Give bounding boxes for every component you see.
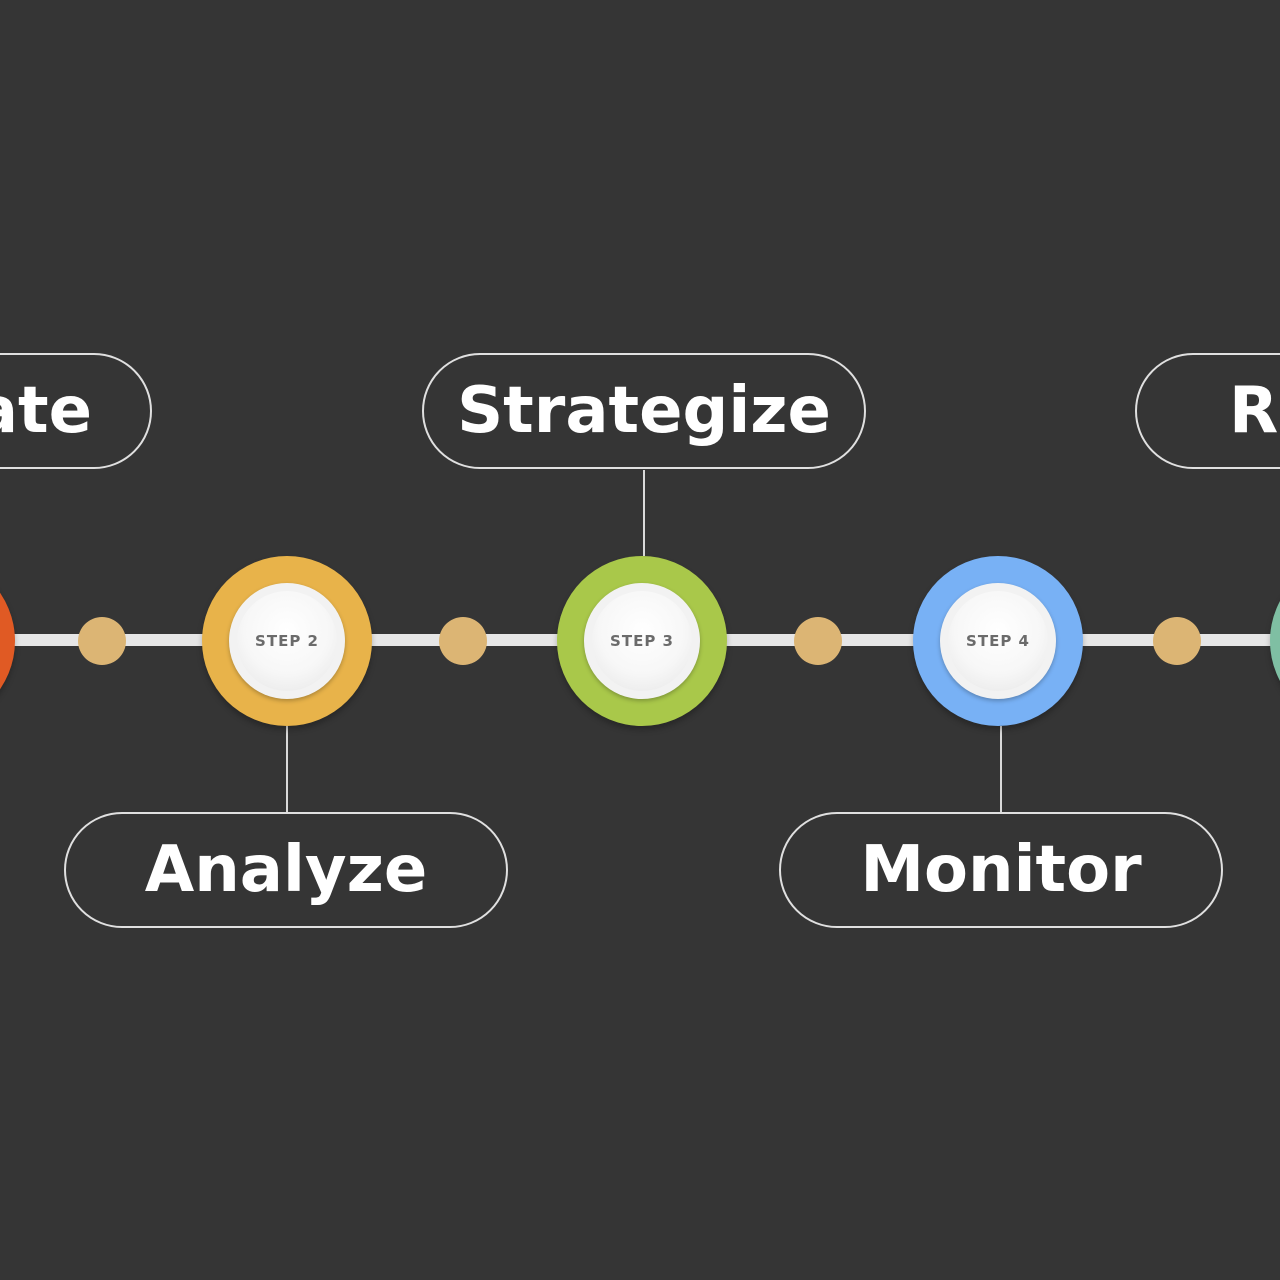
step-2-node: STEP 2: [202, 556, 372, 726]
step-2-core: STEP 2: [237, 591, 337, 691]
connector-dot: [439, 617, 487, 665]
step-1-title-pill: ate: [0, 353, 152, 469]
step-4-node: STEP 4: [913, 556, 1083, 726]
connector-dot: [78, 617, 126, 665]
step-3-stem: [643, 470, 645, 556]
step-2-title: Analyze: [144, 833, 428, 907]
connector-dot: [1153, 617, 1201, 665]
step-3-core: STEP 3: [592, 591, 692, 691]
step-3-node: STEP 3: [557, 556, 727, 726]
step-3-label: STEP 3: [610, 632, 674, 650]
step-4-stem: [1000, 726, 1002, 812]
step-2-stem: [286, 726, 288, 812]
step-3-title: Strategize: [457, 374, 831, 448]
step-5-title-pill: R: [1135, 353, 1280, 469]
step-2-inner-ring: STEP 2: [229, 583, 345, 699]
step-5-node: [1270, 556, 1280, 726]
step-4-title: Monitor: [860, 833, 1142, 907]
step-4-inner-ring: STEP 4: [940, 583, 1056, 699]
step-4-core: STEP 4: [948, 591, 1048, 691]
step-4-label: STEP 4: [966, 632, 1030, 650]
step-3-title-pill: Strategize: [422, 353, 866, 469]
step-3-inner-ring: STEP 3: [584, 583, 700, 699]
connector-dot: [794, 617, 842, 665]
step-2-title-pill: Analyze: [64, 812, 508, 928]
step-2-label: STEP 2: [255, 632, 319, 650]
step-1-title: ate: [0, 374, 92, 448]
step-4-title-pill: Monitor: [779, 812, 1223, 928]
step-5-title: R: [1229, 374, 1279, 448]
step-1-node: [0, 556, 15, 726]
